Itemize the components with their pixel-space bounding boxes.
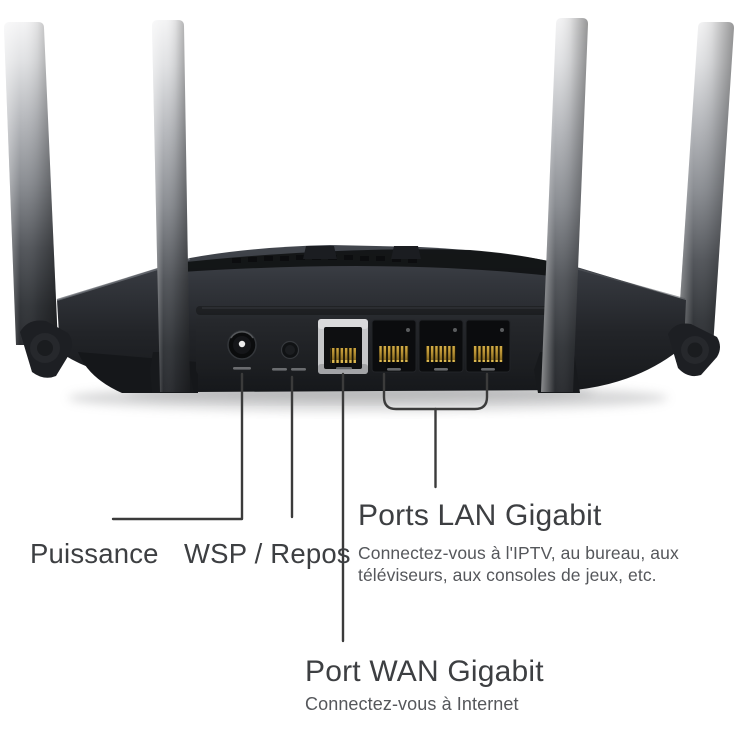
- label-wan-title: Port WAN Gigabit: [305, 655, 544, 688]
- label-wan-description: Connectez-vous à Internet: [305, 694, 519, 714]
- annotation-lan: Ports LAN Gigabit Connectez-vous à l'IPT…: [358, 498, 679, 586]
- top-fin-left: [303, 246, 337, 259]
- antenna-hinge-right: [668, 323, 720, 377]
- lan-port-2: [418, 319, 464, 373]
- antenna-left-outer: [4, 22, 58, 345]
- lan-port-3: [465, 319, 511, 373]
- power-jack: [227, 330, 257, 360]
- wps-button: [280, 340, 300, 360]
- label-wps: WSP / Repos: [184, 538, 351, 569]
- antenna-left-inner: [150, 20, 194, 393]
- label-lan-description-line1: Connectez-vous à l'IPTV, au bureau, aux: [358, 543, 679, 563]
- callout-line-power: [111, 372, 244, 521]
- callout-lines: [111, 372, 489, 643]
- top-fin-right: [391, 246, 421, 259]
- antenna-hinge-left: [20, 320, 73, 378]
- wan-port: [318, 319, 368, 374]
- label-lan-description: Connectez-vous à l'IPTV, au bureau, aux …: [358, 543, 679, 586]
- label-lan-title: Ports LAN Gigabit: [358, 499, 602, 532]
- label-power: Puissance: [30, 538, 159, 569]
- antenna-right-outer: [676, 22, 734, 362]
- antenna-right-inner: [534, 18, 588, 393]
- port-micro-labels: [233, 367, 495, 371]
- label-lan-description-line2: téléviseurs, aux consoles de jeux, etc.: [358, 564, 657, 585]
- lan-port-1: [371, 319, 417, 373]
- annotation-wan: Port WAN Gigabit Connectez-vous à Intern…: [305, 654, 544, 716]
